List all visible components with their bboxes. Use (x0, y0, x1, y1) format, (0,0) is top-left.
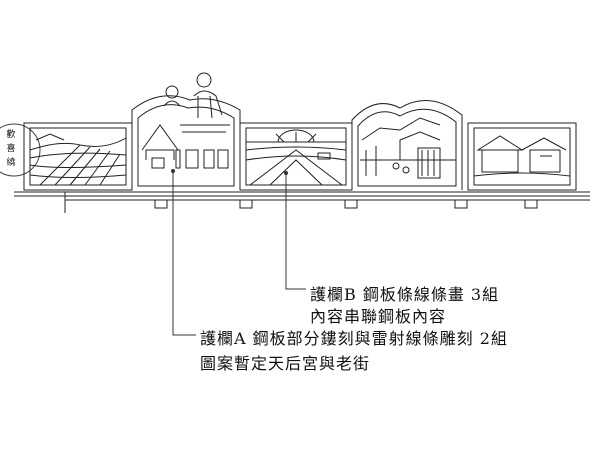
railing-b-panel-1 (23, 122, 133, 191)
railing-a-panel-old-street (351, 99, 463, 190)
railing-b-callout-detail: 內容串聯鋼板內容 (310, 307, 447, 326)
railing-a-callout-title: 護欄A 鋼板部分鏤刻與雷射線條雕刻 2組 (200, 329, 508, 348)
ground-line (14, 191, 590, 213)
railing-b-panel-3 (467, 122, 577, 191)
railing-b-panel-2 (239, 122, 353, 191)
railing-a-panel-temple (131, 72, 241, 190)
side-label: 歡喜繞 (6, 130, 16, 168)
leader-line-a (171, 169, 196, 336)
left-emblem (0, 123, 41, 177)
railing-b-callout-title: 護欄B 鋼板條線條畫 3組 (310, 285, 500, 304)
railing-a-callout-detail: 圖案暫定天后宮與老街 (200, 354, 371, 373)
leader-line-b (284, 171, 306, 290)
